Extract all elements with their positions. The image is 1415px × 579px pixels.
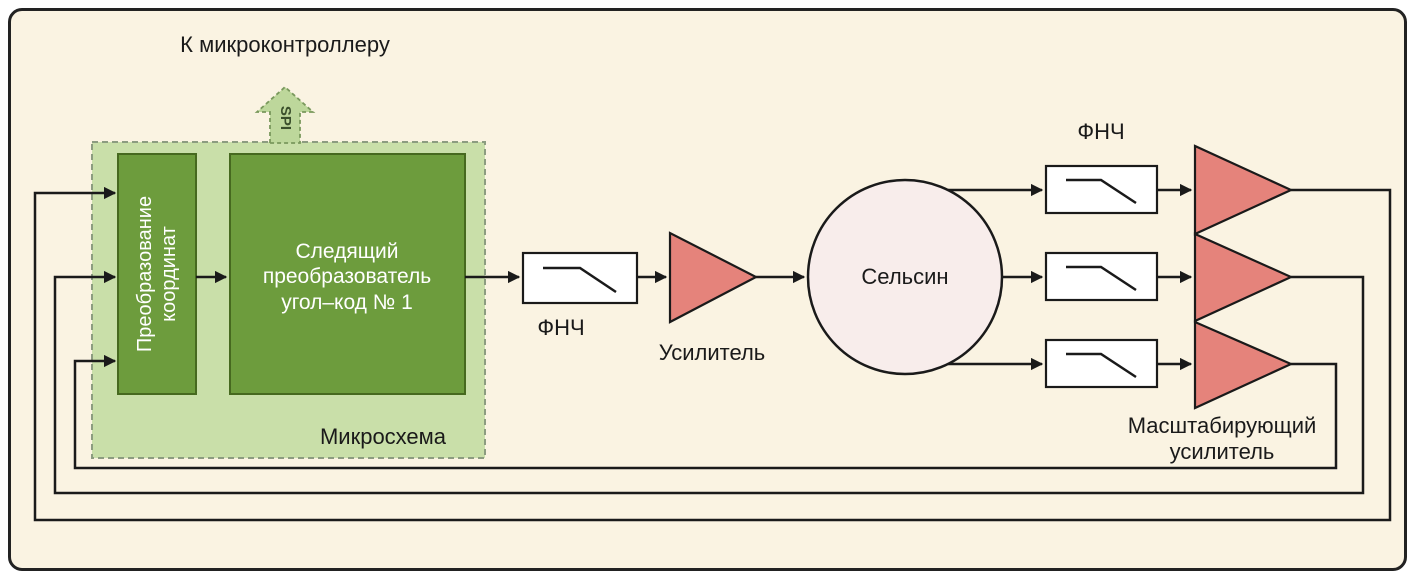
scaling-amplifier-triangle	[1193, 144, 1294, 236]
tracking-converter-block	[229, 153, 466, 395]
tracking-converter-label: Следящий преобразователь угол–код № 1	[262, 240, 432, 314]
lpf-box	[1044, 164, 1159, 215]
lpf-main-label: ФНЧ	[537, 315, 585, 340]
lpf-icon	[1066, 265, 1137, 292]
feedback-wire	[53, 270, 1365, 495]
scaling-amplifier-label: Масштабирующий усилитель	[1127, 413, 1317, 465]
scaling-amplifier-triangle	[1193, 320, 1294, 410]
amplifier-triangle	[668, 231, 759, 324]
lpf-box	[1044, 338, 1159, 389]
feedback-wire	[33, 186, 1392, 522]
spi-label: SPI	[277, 105, 294, 131]
coordinate-converter-block	[117, 153, 197, 395]
lpf-right-label: ФНЧ	[1077, 119, 1125, 144]
feedback-wire	[73, 354, 1338, 470]
lpf-icon	[543, 266, 617, 294]
selsyn-circle	[806, 178, 1004, 376]
scaling-amplifier-triangle	[1193, 232, 1294, 323]
selsyn-label: Сельсин	[861, 264, 949, 289]
to-microcontroller-label: К микроконтроллеру	[180, 32, 390, 57]
lpf-icon	[1066, 352, 1137, 379]
amplifier-label: Усилитель	[658, 340, 766, 365]
lpf-icon	[1066, 178, 1137, 205]
coordinate-converter-label: Преобразование координат	[134, 195, 180, 353]
lpf-box	[521, 251, 639, 305]
spi-arrow-icon	[254, 85, 316, 144]
chip-label: Микросхема	[319, 424, 447, 449]
lpf-box	[1044, 251, 1159, 302]
